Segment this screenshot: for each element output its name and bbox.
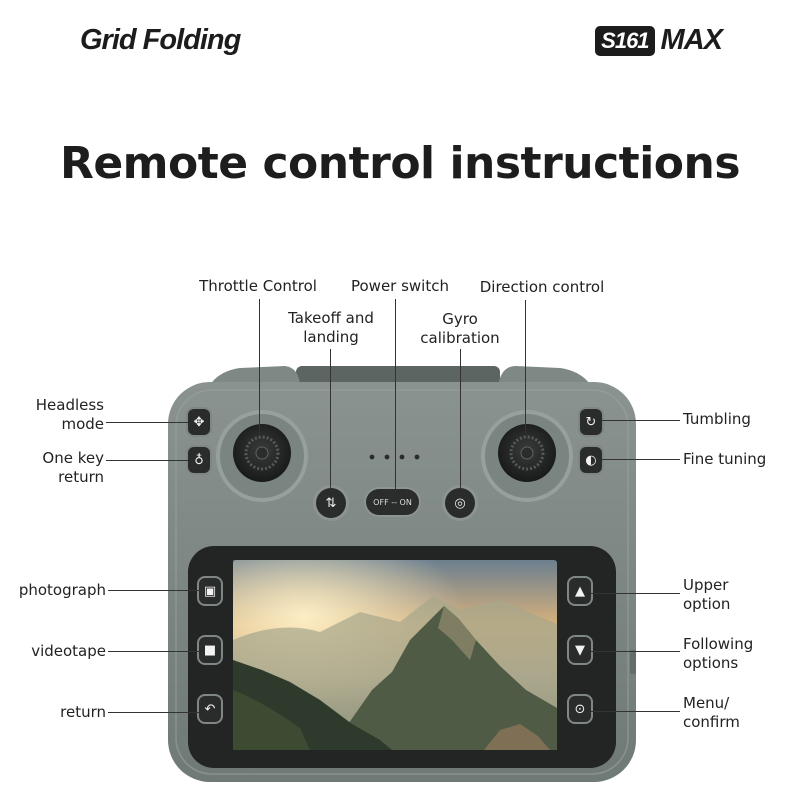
label-gyro-line2: calibration (420, 329, 500, 347)
leader-power (395, 299, 396, 491)
camera-icon: ▣ (203, 583, 217, 599)
leader-following (591, 651, 680, 652)
following-options-button[interactable]: ▼ (569, 637, 591, 663)
label-tumbling: Tumbling (683, 410, 751, 428)
leader-headless (106, 422, 188, 423)
chevron-up-icon: ▲ (575, 583, 585, 599)
label-upper-option: Upper option (683, 576, 730, 614)
leader-one-key (106, 460, 188, 461)
trim-icon: ◐ (585, 452, 597, 468)
label-gyro-calibration: Gyro calibration (410, 310, 510, 348)
product-name: Grid Folding (80, 24, 241, 56)
label-menu-confirm: Menu/ confirm (683, 694, 740, 732)
tumbling-button[interactable]: ↻ (580, 409, 602, 435)
video-icon: ■ (203, 642, 217, 658)
label-headless-line1: Headless (35, 396, 104, 414)
label-fine-tuning: Fine tuning (683, 450, 767, 468)
label-takeoff-line2: landing (303, 328, 359, 346)
headless-mode-button[interactable]: ✥ (188, 409, 210, 435)
model-logo: S161 MAX (595, 24, 723, 57)
model-suffix: MAX (660, 24, 723, 56)
label-menu-line1: Menu/ (683, 694, 730, 712)
mountain-peak (330, 606, 557, 750)
label-one-key-line1: One key (42, 449, 104, 467)
label-upper-line1: Upper (683, 576, 729, 594)
leader-gyro (460, 349, 461, 489)
label-return: return (60, 703, 106, 721)
model-badge: S161 (595, 25, 655, 56)
leader-throttle (259, 299, 260, 434)
back-icon: ↶ (204, 701, 216, 717)
takeoff-landing-button[interactable]: ⇅ (316, 488, 346, 518)
flip-icon: ↻ (585, 414, 597, 430)
leader-direction (525, 300, 526, 433)
label-upper-line2: option (683, 595, 731, 613)
label-one-key-return: One key return (14, 449, 104, 487)
label-headless-line2: mode (61, 415, 104, 433)
leader-photograph (108, 590, 199, 591)
label-photograph: photograph (18, 581, 106, 599)
menu-confirm-button[interactable]: ⊙ (569, 696, 591, 722)
label-power-switch: Power switch (350, 277, 449, 295)
label-direction-control: Direction control (479, 278, 605, 296)
photograph-button[interactable]: ▣ (199, 578, 221, 604)
power-switch[interactable]: OFF -- ON (366, 489, 419, 515)
fine-tuning-button[interactable]: ◐ (580, 447, 602, 473)
gyro-calibration-button[interactable]: ◎ (445, 488, 475, 518)
leader-menu (591, 711, 680, 712)
return-button[interactable]: ↶ (199, 696, 221, 722)
label-one-key-line2: return (58, 468, 104, 486)
power-switch-text: OFF -- ON (373, 497, 412, 507)
page-title: Remote control instructions (59, 138, 741, 189)
leader-videotape (108, 651, 199, 652)
confirm-icon: ⊙ (574, 701, 586, 717)
label-headless-mode: Headless mode (14, 396, 104, 434)
headless-icon: ✥ (193, 414, 205, 430)
takeoff-landing-icon: ⇅ (325, 495, 337, 511)
label-throttle-control: Throttle Control (199, 277, 317, 295)
leader-return (108, 712, 199, 713)
label-takeoff-line1: Takeoff and (288, 309, 374, 327)
label-menu-line2: confirm (683, 713, 740, 731)
chevron-down-icon: ▼ (575, 642, 585, 658)
leader-takeoff (330, 349, 331, 489)
label-takeoff-landing: Takeoff and landing (276, 309, 386, 347)
label-gyro-line1: Gyro (442, 310, 478, 328)
one-key-return-button[interactable]: ♁ (188, 447, 210, 473)
label-videotape: videotape (31, 642, 106, 660)
label-following-options: Following options (683, 635, 753, 673)
leader-tumbling (602, 420, 680, 421)
label-following-line2: options (683, 654, 739, 672)
leader-upper (591, 593, 680, 594)
videotape-button[interactable]: ■ (199, 637, 221, 663)
label-following-line1: Following (683, 635, 754, 653)
indicator-lights (369, 454, 420, 460)
upper-option-button[interactable]: ▲ (569, 578, 591, 604)
gyro-icon: ◎ (454, 495, 466, 511)
leader-fine-tuning (602, 459, 680, 460)
return-home-icon: ♁ (194, 452, 204, 468)
